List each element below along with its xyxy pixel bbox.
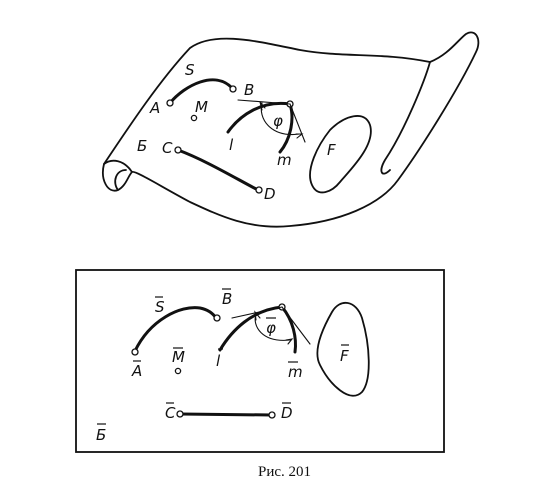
label-s-surface: S [185,61,195,79]
tangent-line-l-surface [237,99,291,105]
label-a-development: A [131,362,142,380]
point-d-development [268,411,276,419]
curve-s-surface [168,78,234,105]
label-l-surface: l [229,136,234,154]
label-f-development: F [340,347,349,365]
point-a-development [131,348,139,356]
left-roll-curl [114,169,127,191]
label-m-development: M [172,348,185,366]
label-c-development: C [165,404,176,422]
label-s-development: S [155,298,165,316]
curve-s-development [133,306,218,353]
label-m-curve-development: m [288,363,303,381]
label-a-surface: A [149,99,160,117]
curve-m-surface [278,102,294,154]
label-f-surface: F [327,141,336,159]
right-roll-inner-line [380,61,431,175]
label-d-development: D [281,404,293,422]
curve-m-development [280,305,297,354]
figure-caption: Рис. 201 [258,464,311,480]
label-surface-name: Б [137,137,147,155]
point-m-surface [190,114,198,122]
angle-arrow-2-surface [295,133,304,139]
tangent-line-l-development [231,306,283,319]
angle-arrow-1-development [254,310,261,321]
figure-f-surface [309,115,372,194]
point-b-surface [229,85,237,93]
point-b-development [213,314,221,322]
point-d-surface [255,186,263,194]
surface-sheet-outline [102,31,480,228]
left-roll-inner-line [103,159,133,173]
development-figure: S A B M φ l m F Б C D [75,269,445,453]
label-phi-surface: φ [273,112,283,130]
point-c-surface [174,146,182,154]
label-b-surface: B [244,81,254,99]
label-overlines [97,288,349,425]
label-c-surface: C [162,139,173,157]
figure-f-development [316,302,370,397]
label-surface-name-development: Б [96,426,106,444]
development-frame [75,269,445,453]
curve-cd-surface [176,148,260,192]
curved-surface-figure: S A B M φ l m F Б C D [102,31,480,228]
point-a-surface [166,99,174,107]
label-b-development: B [222,290,232,308]
label-phi-development: φ [266,319,276,337]
segment-cd-development [178,412,274,417]
label-m-surface: M [195,98,208,116]
angle-arrow-1-surface [259,101,266,111]
angle-arrow-2-development [285,338,294,345]
tangent-line-m-development [281,306,311,345]
point-c-development [176,410,184,418]
tangent-line-m-surface [289,103,306,143]
label-d-surface: D [264,185,276,203]
point-m-development [174,367,182,375]
label-m-curve-surface: m [277,151,292,169]
label-l-development: l [216,352,221,370]
